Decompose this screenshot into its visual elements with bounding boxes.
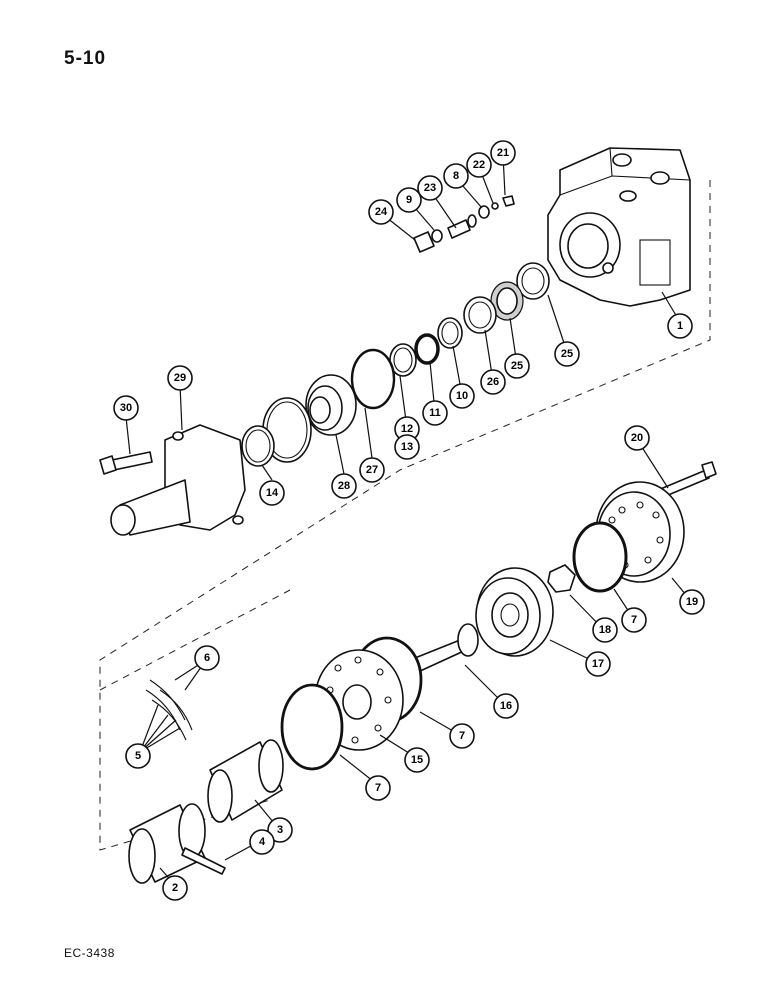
callout-22: 22 xyxy=(466,152,492,178)
callout-21: 21 xyxy=(490,140,516,166)
callout-11: 11 xyxy=(422,400,448,426)
page-number: 5-10 xyxy=(64,48,107,69)
svg-text:15: 15 xyxy=(411,754,423,766)
plate-and-seals xyxy=(280,636,423,771)
svg-text:30: 30 xyxy=(120,402,132,414)
callout-3: 3 xyxy=(267,817,293,843)
svg-text:12: 12 xyxy=(401,423,413,435)
callout-10: 10 xyxy=(449,383,475,409)
callout-25b: 25 xyxy=(504,353,530,379)
svg-text:6: 6 xyxy=(204,652,210,664)
callout-7b: 7 xyxy=(449,723,475,749)
svg-text:17: 17 xyxy=(592,658,604,670)
callout-18: 18 xyxy=(592,617,618,643)
reference-code: EC-3438 xyxy=(64,946,115,960)
svg-text:7: 7 xyxy=(375,782,381,794)
svg-text:20: 20 xyxy=(631,432,643,444)
svg-text:22: 22 xyxy=(473,159,485,171)
callout-7a: 7 xyxy=(365,775,391,801)
relief-valve-components xyxy=(413,195,515,253)
callout-29: 29 xyxy=(167,365,193,391)
svg-text:28: 28 xyxy=(338,480,350,492)
gerotor-assembly xyxy=(409,564,576,673)
svg-text:2: 2 xyxy=(172,882,178,894)
svg-text:21: 21 xyxy=(497,147,509,159)
svg-text:7: 7 xyxy=(459,730,465,742)
svg-text:14: 14 xyxy=(266,487,279,499)
callout-16: 16 xyxy=(493,693,519,719)
callout-17: 17 xyxy=(585,651,611,677)
svg-text:11: 11 xyxy=(429,407,441,419)
callout-25a: 25 xyxy=(554,341,580,367)
callout-4: 4 xyxy=(249,829,275,855)
callout-28: 28 xyxy=(331,473,357,499)
svg-text:26: 26 xyxy=(487,376,499,388)
svg-text:9: 9 xyxy=(406,194,412,206)
svg-text:24: 24 xyxy=(375,206,388,218)
callout-7c: 7 xyxy=(621,607,647,633)
svg-text:13: 13 xyxy=(401,441,413,453)
svg-text:18: 18 xyxy=(599,624,611,636)
svg-text:3: 3 xyxy=(277,824,283,836)
callout-1: 1 xyxy=(667,313,693,339)
svg-text:23: 23 xyxy=(424,182,436,194)
svg-text:16: 16 xyxy=(500,700,512,712)
svg-text:4: 4 xyxy=(259,836,266,848)
svg-text:19: 19 xyxy=(686,596,698,608)
spool-sleeve-assembly xyxy=(128,679,284,884)
callout-24: 24 xyxy=(368,199,394,225)
callout-14: 14 xyxy=(259,480,285,506)
svg-text:29: 29 xyxy=(174,372,186,384)
svg-text:7: 7 xyxy=(631,614,637,626)
callout-6: 6 xyxy=(194,645,220,671)
callout-20: 20 xyxy=(624,425,650,451)
svg-text:5: 5 xyxy=(135,750,141,762)
valve-housing-part xyxy=(547,147,691,307)
assembly-guide-lines xyxy=(99,180,711,851)
callout-26: 26 xyxy=(480,369,506,395)
end-cap-assembly xyxy=(572,461,717,593)
seal-rings-upper xyxy=(241,262,550,467)
mounting-flange-part xyxy=(99,424,246,536)
callout-27: 27 xyxy=(359,457,385,483)
callout-2: 2 xyxy=(162,875,188,901)
svg-text:25: 25 xyxy=(561,348,573,360)
svg-text:27: 27 xyxy=(366,464,378,476)
svg-text:8: 8 xyxy=(453,170,459,182)
callout-23: 23 xyxy=(417,175,443,201)
callout-30: 30 xyxy=(113,395,139,421)
callout-15: 15 xyxy=(404,747,430,773)
callout-8: 8 xyxy=(443,163,469,189)
callout-19: 19 xyxy=(679,589,705,615)
callout-13: 13 xyxy=(394,434,420,460)
svg-text:25: 25 xyxy=(511,360,523,372)
callout-5: 5 xyxy=(125,743,151,769)
callout-9: 9 xyxy=(396,187,422,213)
svg-text:10: 10 xyxy=(456,390,468,402)
callout-12: 12 xyxy=(394,416,420,442)
svg-text:1: 1 xyxy=(677,320,683,332)
